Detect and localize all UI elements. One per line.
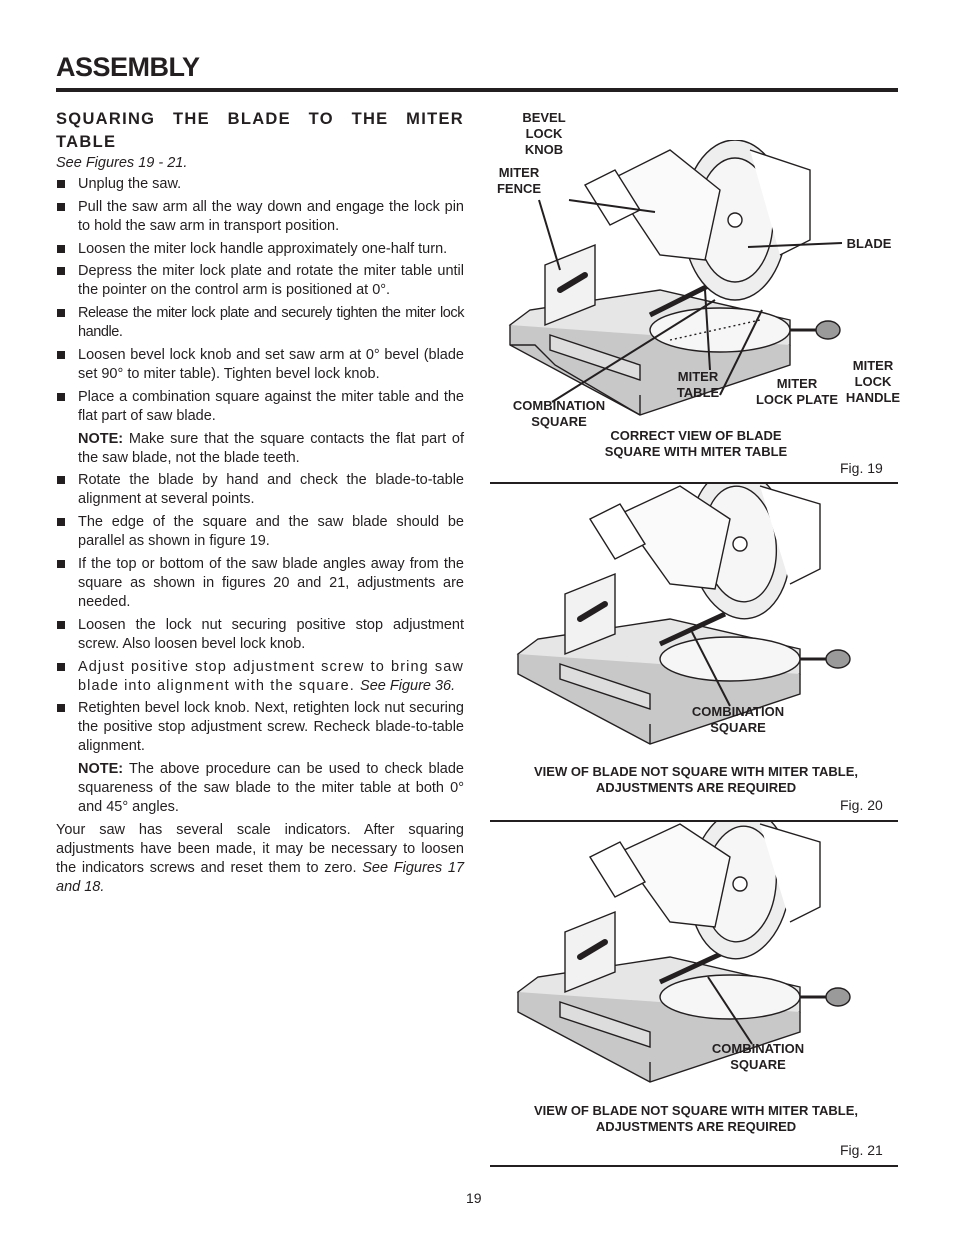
closing-paragraph: Your saw has several scale indicators. A… xyxy=(56,821,464,897)
bullet-icon xyxy=(57,518,65,527)
step-text: The edge of the square and the saw blade… xyxy=(78,514,464,550)
note-label: NOTE: xyxy=(78,761,124,778)
note-text: The above procedure can be used to check… xyxy=(78,761,464,816)
list-item: Loosen the miter lock handle approximate… xyxy=(56,240,464,259)
figure-ref: See Figures 17 and 18. xyxy=(56,859,465,895)
note: NOTE: Make sure that the square contacts… xyxy=(56,430,464,468)
step-text: Release the miter lock plate and securel… xyxy=(78,305,464,341)
step-text: Loosen bevel lock knob and set saw arm a… xyxy=(78,346,464,382)
bullet-icon xyxy=(57,244,65,253)
figure-divider xyxy=(490,820,898,822)
bullet-icon xyxy=(57,620,65,629)
closing-text: Your saw has several scale indicators. A… xyxy=(56,821,464,876)
step-text: Unplug the saw. xyxy=(78,176,182,192)
fig21-caption: VIEW OF BLADE NOT SQUARE WITH MITER TABL… xyxy=(516,1103,876,1135)
step-text: Rotate the blade by hand and check the b… xyxy=(78,472,464,508)
list-item: Adjust positive stop adjustment screw to… xyxy=(56,658,464,696)
step-text: If the top or bottom of the saw blade an… xyxy=(78,555,464,610)
list-item: Retighten bevel lock knob. Next, retight… xyxy=(56,699,464,756)
list-item: Rotate the blade by hand and check the b… xyxy=(56,471,464,509)
list-item: Pull the saw arm all the way down and en… xyxy=(56,198,464,236)
step-text: Loosen the miter lock handle approximate… xyxy=(78,240,448,257)
label-miter-lock-plate: MITER LOCK PLATE xyxy=(752,376,842,408)
bullet-icon xyxy=(57,267,65,276)
label-combination-square: COMBINATION SQUARE xyxy=(509,398,609,430)
label-text: BEVEL LOCK KNOB xyxy=(522,110,566,157)
label-text: BLADE xyxy=(846,236,892,251)
label-text: COMBINATION SQUARE xyxy=(691,704,785,735)
label-combination-square: COMBINATION SQUARE xyxy=(688,704,788,736)
label-blade: BLADE xyxy=(845,236,893,252)
caption-text: VIEW OF BLADE NOT SQUARE WITH MITER TABL… xyxy=(533,764,859,795)
see-figures-ref: See Figures 19 - 21. xyxy=(56,155,188,171)
label-bevel-lock-knob: BEVEL LOCK KNOB xyxy=(506,110,582,158)
label-text: MITER LOCK PLATE xyxy=(755,376,839,407)
step-text: Depress the miter lock plate and rotate … xyxy=(78,263,464,299)
note-label: NOTE: xyxy=(78,430,124,447)
list-item: Loosen the lock nut securing positive st… xyxy=(56,616,464,654)
page-number: 19 xyxy=(466,1190,482,1206)
step-text: Adjust positive stop adjustment screw to… xyxy=(78,658,464,694)
caption-text: CORRECT VIEW OF BLADE SQUARE WITH MITER … xyxy=(604,428,788,459)
bullet-icon xyxy=(57,350,65,359)
label-combination-square: COMBINATION SQUARE xyxy=(708,1041,808,1073)
fig19-illustration xyxy=(508,140,843,416)
label-text: MITER FENCE xyxy=(496,165,542,196)
label-text: COMBINATION SQUARE xyxy=(711,1041,805,1072)
list-item: Place a combination square against the m… xyxy=(56,388,464,426)
figure-ref: See Figure 36. xyxy=(360,677,456,694)
figure-divider xyxy=(490,482,898,484)
fig19-caption: CORRECT VIEW OF BLADE SQUARE WITH MITER … xyxy=(566,428,826,460)
bullet-icon xyxy=(57,180,65,188)
list-item: Loosen bevel lock knob and set saw arm a… xyxy=(56,346,464,384)
page-title: ASSEMBLY xyxy=(56,52,200,82)
list-item: The edge of the square and the saw blade… xyxy=(56,513,464,551)
fig19-number: Fig. 19 xyxy=(840,460,883,476)
bullet-icon xyxy=(57,559,65,568)
note-text: Make sure that the square contacts the f… xyxy=(78,430,464,466)
label-miter-fence: MITER FENCE xyxy=(495,165,543,197)
fig20-illustration xyxy=(516,484,851,745)
list-item: If the top or bottom of the saw blade an… xyxy=(56,555,464,612)
bullet-icon xyxy=(57,704,65,713)
label-miter-lock-handle: MITER LOCK HANDLE xyxy=(845,358,901,406)
list-item: Release the miter lock plate and securel… xyxy=(56,304,464,342)
bullet-icon xyxy=(57,392,65,401)
bullet-icon xyxy=(57,309,65,318)
bullet-icon xyxy=(57,662,65,671)
bullet-icon xyxy=(57,202,65,211)
bullet-icon xyxy=(57,476,65,485)
label-text: MITER TABLE xyxy=(676,369,720,400)
label-text: COMBINATION SQUARE xyxy=(512,398,606,429)
step-text: Retighten bevel lock knob. Next, retight… xyxy=(78,700,464,755)
label-miter-table: MITER TABLE xyxy=(672,369,724,401)
title-divider xyxy=(56,88,898,92)
figure-divider xyxy=(490,1165,898,1167)
fig21-illustration xyxy=(516,822,851,1083)
step-text: Loosen the lock nut securing positive st… xyxy=(78,616,464,652)
step-text: Pull the saw arm all the way down and en… xyxy=(78,198,464,234)
note: NOTE: The above procedure can be used to… xyxy=(56,760,464,817)
caption-text: VIEW OF BLADE NOT SQUARE WITH MITER TABL… xyxy=(533,1103,859,1134)
fig21-number: Fig. 21 xyxy=(840,1142,883,1158)
fig20-number: Fig. 20 xyxy=(840,797,883,813)
section-title: SQUARING THE BLADE TO THE MITER TABLE xyxy=(56,110,464,151)
step-text: Place a combination square against the m… xyxy=(78,388,464,424)
fig20-caption: VIEW OF BLADE NOT SQUARE WITH MITER TABL… xyxy=(516,764,876,796)
label-text: MITER LOCK HANDLE xyxy=(845,358,901,405)
list-item: Depress the miter lock plate and rotate … xyxy=(56,262,464,300)
instructions-column: SQUARING THE BLADE TO THE MITER TABLE Se… xyxy=(56,108,464,897)
list-item: Unplug the saw. xyxy=(56,175,464,194)
